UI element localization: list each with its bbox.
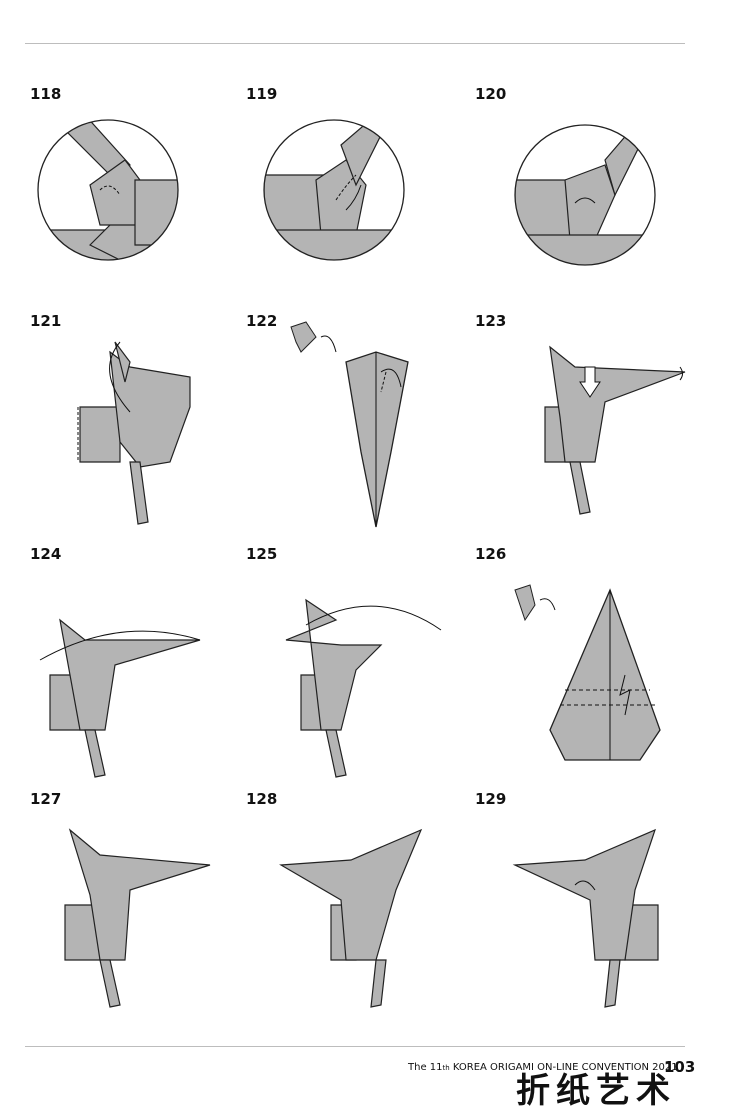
step-120-diagram (514, 124, 656, 266)
step-number: 128 (246, 790, 278, 808)
step-number: 124 (30, 545, 62, 563)
step-124: 124 (30, 545, 240, 785)
step-121-diagram (77, 341, 191, 525)
footer-prefix: The 11 (408, 1062, 443, 1073)
step-127: 127 (30, 790, 240, 1030)
step-126-diagram (514, 584, 661, 761)
footer-ordinal: th (442, 1064, 450, 1072)
step-number: 121 (30, 312, 62, 330)
step-125: 125 (246, 545, 456, 785)
top-rule (25, 43, 685, 44)
step-127-diagram (64, 828, 211, 1008)
step-119: 119 (246, 85, 456, 325)
step-118-diagram (37, 119, 179, 261)
step-122: 122 (246, 312, 456, 552)
step-126: 126 (475, 545, 685, 785)
step-number: 122 (246, 312, 278, 330)
step-121: 121 (30, 312, 240, 552)
step-119-diagram (263, 119, 405, 261)
step-number: 118 (30, 85, 62, 103)
step-124-diagram (39, 618, 201, 778)
footer-text: The 11th KOREA ORIGAMI ON-LINE CONVENTIO… (408, 1062, 678, 1073)
step-129-diagram (512, 828, 659, 1008)
page-number: 103 (664, 1058, 696, 1076)
step-number: 119 (246, 85, 278, 103)
step-129: 129 (475, 790, 685, 1030)
step-118: 118 (30, 85, 240, 325)
step-123: 123 (475, 312, 686, 552)
step-number: 126 (475, 545, 507, 563)
watermark: 折纸艺术 (516, 1071, 676, 1111)
step-128: 128 (246, 790, 456, 1030)
step-123-diagram (544, 345, 686, 515)
footer-title: KOREA ORIGAMI ON-LINE CONVENTION 2021 (449, 1062, 678, 1073)
step-125-diagram (285, 598, 442, 778)
step-number: 129 (475, 790, 507, 808)
step-122-diagram (290, 321, 409, 528)
step-number: 125 (246, 545, 278, 563)
step-number: 123 (475, 312, 507, 330)
step-128-diagram (279, 828, 423, 1008)
bottom-rule (25, 1046, 685, 1047)
step-number: 127 (30, 790, 62, 808)
step-120: 120 (475, 85, 685, 325)
step-number: 120 (475, 85, 507, 103)
